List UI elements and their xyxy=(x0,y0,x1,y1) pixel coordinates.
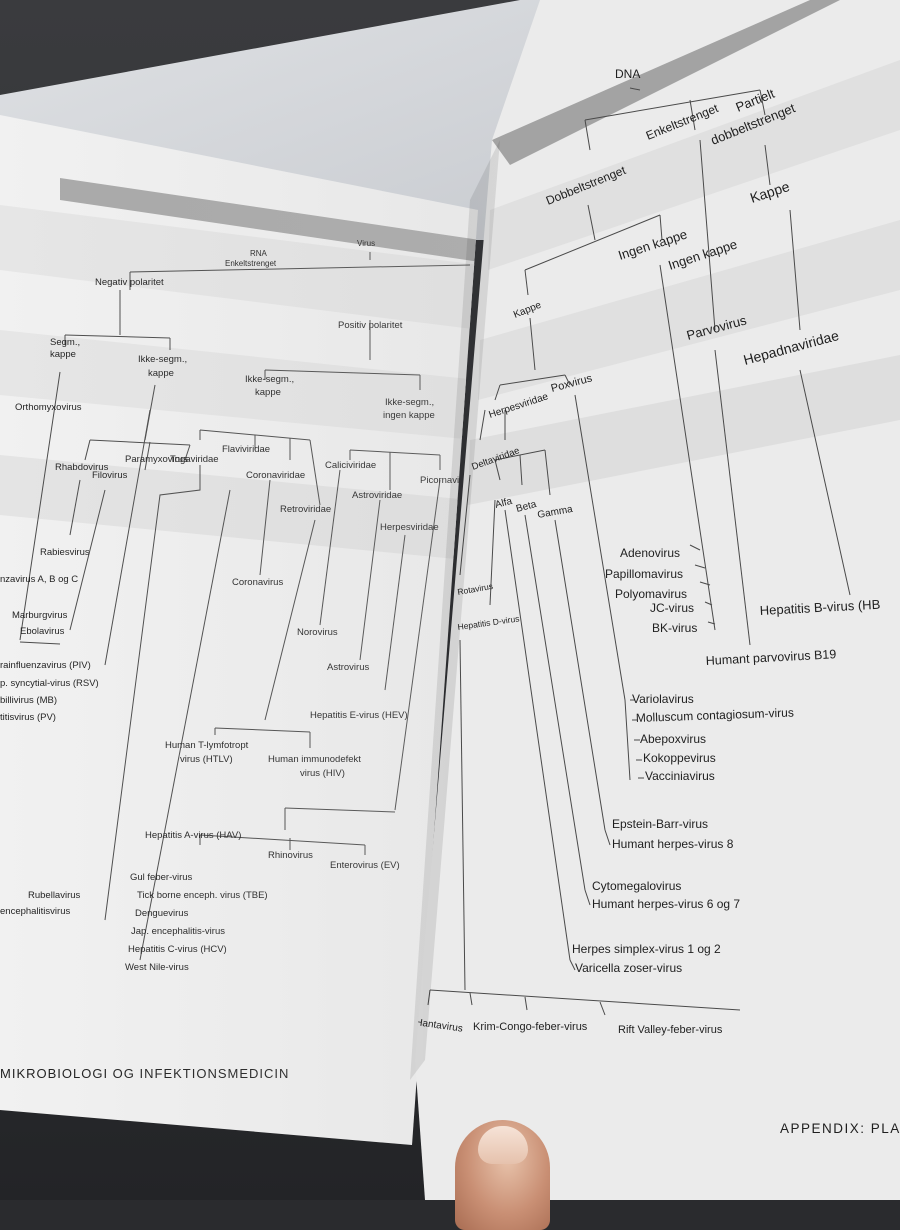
header-bar xyxy=(492,0,840,165)
node-hiv-1: Human immunodefekt xyxy=(268,754,361,765)
node-ikke-segm-neg-sub: kappe xyxy=(148,368,174,379)
node-marburg: Marburgvirus xyxy=(12,610,68,621)
tree-lines xyxy=(427,87,851,1016)
node-mb: billivirus (MB) xyxy=(0,695,57,706)
band xyxy=(0,205,478,330)
node-jap: Jap. encephalitis-virus xyxy=(131,926,225,937)
node-cmv: Cytomegalovirus xyxy=(592,879,681,893)
node-segm: Segm., xyxy=(50,337,80,348)
node-rhabdovirus: Rhabdovirus xyxy=(55,462,109,473)
node-gamma: Gamma xyxy=(537,504,574,521)
node-herpesviridae-left: Herpesviridae xyxy=(380,522,439,533)
node-caliciviridae: Caliciviridae xyxy=(325,460,376,471)
node-hev: Hepatitis E-virus (HEV) xyxy=(310,710,408,721)
node-rift: Rift Valley-feber-virus xyxy=(618,1024,723,1036)
node-hav: Hepatitis A-virus (HAV) xyxy=(145,830,241,841)
node-dna: DNA xyxy=(615,67,640,81)
band xyxy=(468,355,900,505)
node-negative: Negativ polaritet xyxy=(95,277,164,288)
tree-lines xyxy=(19,252,471,961)
node-rabiesvirus: Rabiesvirus xyxy=(40,547,90,558)
right-footer: APPENDIX: PLA xyxy=(780,1121,900,1136)
node-root: Virus xyxy=(357,239,375,248)
node-polyomavirus: Polyomavirus xyxy=(615,587,687,601)
dna-virus-tree: DNA Dobbeltstrenget Enkeltstrenget Parti… xyxy=(415,0,900,1136)
node-rsv: p. syncytial-virus (RSV) xyxy=(0,678,99,689)
node-variola: Variolavirus xyxy=(632,692,694,706)
node-astroviridae: Astroviridae xyxy=(352,490,402,501)
node-retroviridae: Retroviridae xyxy=(280,504,331,515)
node-ikke-segm-pos: Ikke-segm., xyxy=(245,374,294,385)
node-rna: RNA xyxy=(250,249,268,258)
node-ebola: Ebolavirus xyxy=(20,626,65,637)
left-footer: MIKROBIOLOGI OG INFEKTIONSMEDICIN xyxy=(0,1066,289,1081)
node-ikke-segm-ingen: Ikke-segm., xyxy=(385,397,434,408)
node-papillomavirus: Papillomavirus xyxy=(605,567,683,581)
node-hiv-2: virus (HIV) xyxy=(300,768,345,779)
node-picornaviridae: Picornavi xyxy=(420,475,459,486)
node-coronaviridae: Coronaviridae xyxy=(246,470,305,481)
node-ikke-segm-ingen-sub: ingen kappe xyxy=(383,410,435,421)
node-htlv-1: Human T-lymfotropt xyxy=(165,740,249,751)
band xyxy=(0,330,478,440)
node-pv: titisvirus (PV) xyxy=(0,712,56,723)
node-enterovirus: Enterovirus (EV) xyxy=(330,860,400,871)
node-molluscum: Molluscum contagiosum-virus xyxy=(636,705,794,725)
node-kappe-left: Kappe xyxy=(512,300,543,321)
node-ikke-segm-pos-sub: kappe xyxy=(255,387,281,398)
node-htlv-2: virus (HTLV) xyxy=(180,754,233,765)
node-rhinovirus: Rhinovirus xyxy=(268,850,313,861)
node-positive: Positiv polaritet xyxy=(338,320,403,331)
node-abepox: Abepoxvirus xyxy=(640,732,706,746)
node-rna-sub: Enkeltstrenget xyxy=(225,259,277,268)
node-ebv: Epstein-Barr-virus xyxy=(612,817,708,831)
node-coronavirus: Coronavirus xyxy=(232,577,283,588)
node-vaccinia: Vacciniavirus xyxy=(645,769,715,783)
rna-virus-tree: Virus RNA Enkeltstrenget Negativ polarit… xyxy=(0,178,478,1081)
node-encephalitis: encephalitisvirus xyxy=(0,906,70,917)
node-gul-feber: Gul feber-virus xyxy=(130,872,193,883)
node-rubella: Rubellavirus xyxy=(28,890,81,901)
node-hhv8: Humant herpes-virus 8 xyxy=(612,837,734,851)
node-orthomyxovirus: Orthomyxovirus xyxy=(15,402,82,413)
node-paramyxovirus: Paramyxovirus xyxy=(125,454,188,465)
node-astrovirus: Astrovirus xyxy=(327,662,369,673)
node-hcv: Hepatitis C-virus (HCV) xyxy=(128,944,227,955)
node-hdv: Hepatitis D-virus xyxy=(457,613,520,632)
node-beta: Beta xyxy=(515,499,538,515)
node-ikke-segm-neg: Ikke-segm., xyxy=(138,354,187,365)
node-hsv: Herpes simplex-virus 1 og 2 xyxy=(572,942,721,956)
node-bk: BK-virus xyxy=(652,621,697,635)
node-filovirus: Filovirus xyxy=(92,470,128,481)
node-alfa: Alfa xyxy=(494,496,514,511)
header-bar xyxy=(60,178,478,262)
node-togaviridae: Togaviridae xyxy=(170,454,219,465)
right-page: DNA Dobbeltstrenget Enkeltstrenget Parti… xyxy=(415,0,900,1200)
node-hepadnaviridae: Hepadnaviridae xyxy=(742,327,841,368)
band xyxy=(0,455,470,560)
node-adenovirus: Adenovirus xyxy=(620,546,680,560)
node-influenza: nzavirus A, B og C xyxy=(0,574,78,585)
thumbnail-nail xyxy=(478,1126,528,1164)
node-jc: JC-virus xyxy=(650,601,694,615)
node-parvo-b19: Humant parvovirus B19 xyxy=(705,647,836,668)
node-segm-sub: kappe xyxy=(50,349,76,360)
node-west-nile: West Nile-virus xyxy=(125,962,189,973)
node-hbv: Hepatitis B-virus (HB xyxy=(759,597,880,618)
node-flaviviridae: Flaviviridae xyxy=(222,444,270,455)
left-page: Virus RNA Enkeltstrenget Negativ polarit… xyxy=(0,115,478,1145)
node-norovirus: Norovirus xyxy=(297,627,338,638)
node-vzv: Varicella zoser-virus xyxy=(575,961,682,975)
node-hhv67: Humant herpes-virus 6 og 7 xyxy=(592,897,740,911)
node-piv: rainfluenzavirus (PIV) xyxy=(0,660,91,671)
node-krim: Krim-Congo-feber-virus xyxy=(473,1021,588,1033)
node-tbe: Tick borne enceph. virus (TBE) xyxy=(137,890,268,901)
node-kokopp: Kokoppevirus xyxy=(643,751,716,765)
node-dengue: Denguevirus xyxy=(135,908,189,919)
